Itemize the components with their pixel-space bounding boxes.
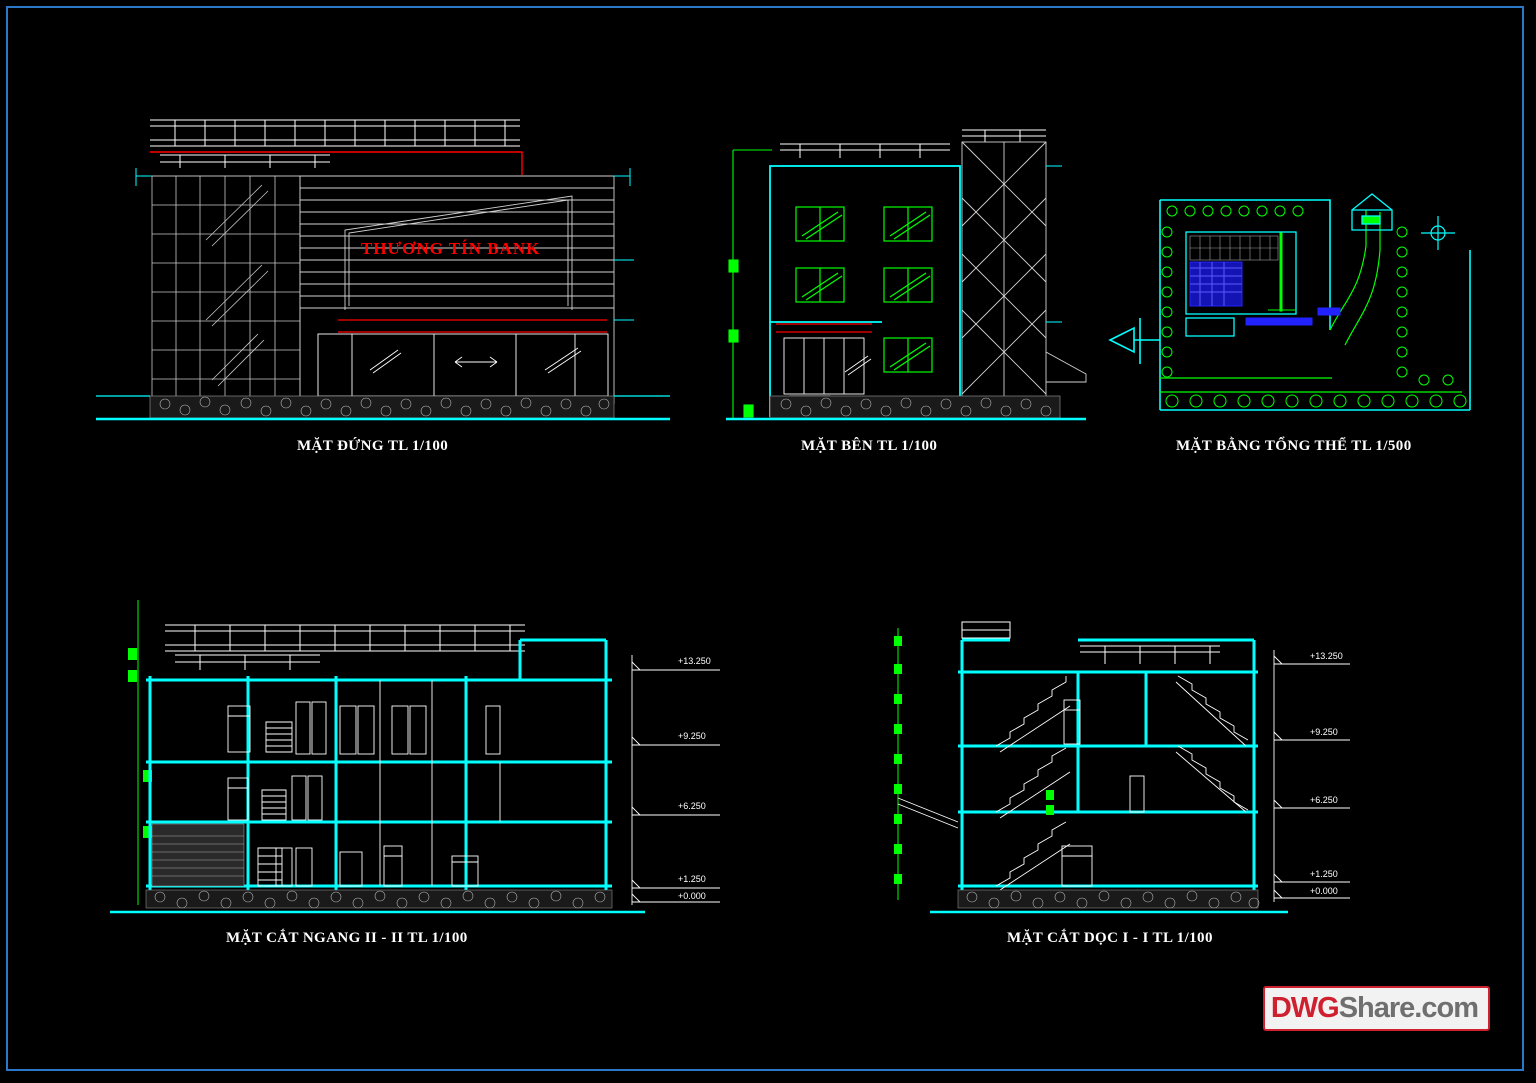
level-marker-long-5: +0.000	[1310, 886, 1338, 896]
level-marker-cross-5: +0.000	[678, 891, 706, 901]
level-marker-long-3: +6.250	[1310, 795, 1338, 805]
watermark-share-text: Share.com	[1338, 992, 1479, 1024]
level-marker-cross-2: +9.250	[678, 731, 706, 741]
caption-long-section: MẶT CẮT DỌC I - I TL 1/100	[1007, 930, 1213, 946]
caption-front-elevation: MẶT ĐỨNG TL 1/100	[297, 438, 449, 454]
caption-cross-section: MẶT CẮT NGANG II - II TL 1/100	[226, 930, 468, 946]
level-marker-cross-1: +13.250	[678, 656, 711, 666]
caption-side-elevation: MẶT BÊN TL 1/100	[801, 438, 938, 454]
watermark-badge: DWG Share.com	[1262, 986, 1490, 1031]
level-marker-cross-4: +1.250	[678, 874, 706, 884]
bank-signage-text: THƯƠNG TÍN BANK	[361, 239, 541, 258]
level-marker-long-1: +13.250	[1310, 651, 1343, 661]
level-marker-long-4: +1.250	[1310, 869, 1338, 879]
watermark-dwg-text: DWG	[1270, 992, 1340, 1024]
sheet-border	[6, 6, 1524, 1071]
level-marker-long-2: +9.250	[1310, 727, 1338, 737]
caption-site-plan: MẶT BẰNG TỔNG THỂ TL 1/500	[1176, 438, 1412, 454]
level-marker-cross-3: +6.250	[678, 801, 706, 811]
